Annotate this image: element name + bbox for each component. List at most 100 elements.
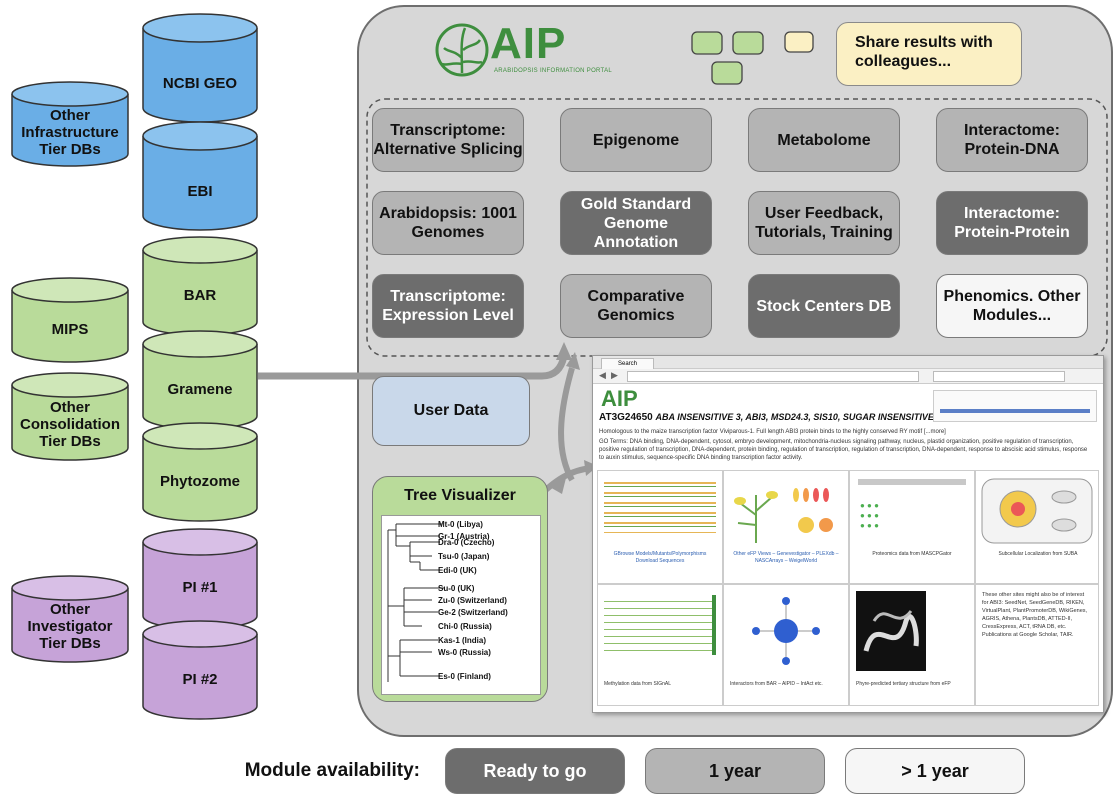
module-interactome-protein-dna: Interactome: Protein-DNA [936, 108, 1088, 172]
user-data-box: User Data [372, 376, 530, 446]
module-phenomics-other-modules: Phenomics. Other Modules... [936, 274, 1088, 338]
module-transcriptome-alternative-splicing: Transcriptome: Alternative Splicing [372, 108, 524, 172]
cylinder-gramene [142, 330, 258, 430]
efp-plant-image [734, 488, 833, 543]
share-square-3 [784, 31, 814, 53]
gene-description: Homologous to the maize transcription fa… [599, 429, 946, 435]
caption-structure: Phyre-predicted tertiary structure from … [856, 681, 951, 687]
browser-window: Search ◀ ▶ AIP AT3G24650 ABA INSENSITIVE… [592, 355, 1104, 713]
tree-leaf: Es-0 (Finland) [438, 672, 491, 681]
cylinder-ncbi-geo [142, 13, 258, 123]
tree-visualizer-title: Tree Visualizer [404, 487, 516, 504]
proteomics-bar [858, 479, 966, 485]
methylation-tracks [604, 595, 716, 655]
legend-1-year: 1 year [645, 748, 825, 794]
cell-diagram [981, 478, 1093, 544]
browser-panel-grid: GBrowse Models/Mutants/Polymorphisms Dow… [597, 470, 1099, 708]
share-square-4 [711, 61, 743, 85]
ebi-label: EBI [187, 182, 213, 200]
module-comparative-genomics: Comparative Genomics [560, 274, 712, 338]
legend-more-than-1-year: > 1 year [845, 748, 1025, 794]
browser-logo: AIP [601, 386, 638, 411]
module-metabolome: Metabolome [748, 108, 900, 172]
tree-leaf: Zu-0 (Switzerland) [438, 596, 507, 605]
arrowhead-up [566, 352, 580, 370]
browser-toolbar: ◀ ▶ [593, 369, 1103, 384]
arrowhead-right [584, 460, 598, 476]
tree-leaf: Su-0 (UK) [438, 584, 475, 593]
cylinder-consolidation-ring [11, 372, 129, 461]
arrowhead-down [548, 478, 566, 494]
phytozome-label: Phytozome [159, 472, 240, 490]
panel-subcellular: Subcellular Localization from SUBA [975, 470, 1099, 584]
panel-interactors: Interactors from BAR – AIPID – IntAct et… [723, 584, 849, 706]
forward-icon[interactable]: ▶ [611, 370, 618, 380]
tree-leaf: Kas-1 (India) [438, 636, 487, 645]
chromosome-map [933, 390, 1097, 422]
logo-subtitle: ARABIDOPSIS INFORMATION PORTAL [494, 68, 613, 74]
module-gold-standard-genome-annotation: Gold Standard Genome Annotation [560, 191, 712, 255]
gramene-label: Gramene [167, 380, 233, 398]
pi-2-label: PI #2 [182, 670, 218, 688]
share-square-1 [691, 31, 723, 55]
panel-structure: Phyre-predicted tertiary structure from … [849, 584, 975, 706]
caption-gbrowse: GBrowse Models/Mutants/Polymorphisms Dow… [613, 551, 707, 564]
logo-text: AIP [490, 19, 567, 68]
legend-ready-to-go: Ready to go [445, 748, 625, 794]
share-note: Share results with colleagues... [836, 22, 1022, 86]
tree-branches [387, 523, 444, 682]
cylinder-bar [142, 236, 258, 336]
module-user-feedback-tutorials-training: User Feedback, Tutorials, Training [748, 191, 900, 255]
gene-id: AT3G24650 [599, 412, 653, 423]
caption-subcellular: Subcellular Localization from SUBA [998, 551, 1078, 557]
browser-tab[interactable]: Search [601, 358, 655, 369]
cylinder-investigator-ring [11, 575, 129, 663]
consolidation-ring-label: Other Consolidation Tier DBs [20, 398, 120, 450]
gene-names: ABA INSENSITIVE 3, ABI3, MSD24.3, SIS10,… [655, 412, 947, 422]
module-arabidopsis-1001-genomes: Arabidopsis: 1001 Genomes [372, 191, 524, 255]
pi-1-label: PI #1 [182, 578, 218, 596]
address-bar[interactable] [627, 371, 919, 382]
tree-leaf: Mt-0 (Libya) [438, 520, 483, 529]
panel-gbrowse: GBrowse Models/Mutants/Polymorphisms Dow… [597, 470, 723, 584]
chromosome-bar [940, 409, 1090, 413]
tree-leaf: Gr-1 (Austria) [438, 532, 490, 541]
interactor-network [752, 597, 820, 665]
back-icon[interactable]: ◀ [599, 370, 606, 380]
module-epigenome: Epigenome [560, 108, 712, 172]
logo-circle [435, 23, 489, 77]
protein-structure-image [856, 591, 926, 671]
cylinder-pi-1 [142, 528, 258, 630]
proteomics-dots: ● ● ●● ● ●● ● ● [860, 501, 879, 530]
share-square-2 [732, 31, 764, 55]
tree-visualizer: Tree Visualizer Mt-0 (Libya) Gr-1 (Austri… [372, 476, 548, 702]
logo-plant-icon [441, 27, 483, 74]
browser-tab-strip: Search [593, 356, 1103, 369]
investigator-ring-label: Other Investigator Tier DBs [27, 600, 113, 652]
cylinder-mips [11, 277, 129, 363]
gene-go-terms: GO Terms: DNA binding, DNA-dependent, cy… [599, 439, 1088, 461]
protein-ribbon [863, 610, 919, 652]
gene-header: AT3G24650 ABA INSENSITIVE 3, ABI3, MSD24… [599, 412, 946, 423]
caption-efp: Other eFP Views – Genevestigator – PLEXd… [733, 551, 839, 564]
cylinder-phytozome [142, 422, 258, 522]
panel-efp: Other eFP Views – Genevestigator – PLEXd… [723, 470, 849, 584]
tree-panel: Mt-0 (Libya)Gr-1 (Austria)Dra-0 (Czecho)… [381, 515, 541, 695]
panel-proteomics: ● ● ●● ● ●● ● ● Proteomics data from MAS… [849, 470, 975, 584]
tree-leaf: Tsu-0 (Japan) [438, 552, 490, 561]
bar-label: BAR [183, 286, 217, 304]
ncbi-geo-label: NCBI GEO [162, 74, 238, 92]
cylinder-ebi [142, 121, 258, 231]
mips-label: MIPS [51, 320, 89, 338]
browser-search-input[interactable] [933, 371, 1065, 382]
caption-proteomics: Proteomics data from MASCPGator [872, 551, 952, 557]
gbrowse-tracks [604, 477, 716, 533]
panel-methylation: Methylation data from SIGnAL [597, 584, 723, 706]
caption-other-sites: These other sites might also be of inter… [982, 592, 1088, 638]
tree-leaf: Ws-0 (Russia) [438, 648, 491, 657]
cylinder-pi-2 [142, 620, 258, 720]
tree-leaf: Ge-2 (Switzerland) [438, 608, 508, 617]
module-transcriptome-expression-level: Transcriptome: Expression Level [372, 274, 524, 338]
infrastructure-ring-label: Other Infrastructure Tier DBs [21, 106, 119, 158]
panel-other-sites: These other sites might also be of inter… [975, 584, 1099, 706]
